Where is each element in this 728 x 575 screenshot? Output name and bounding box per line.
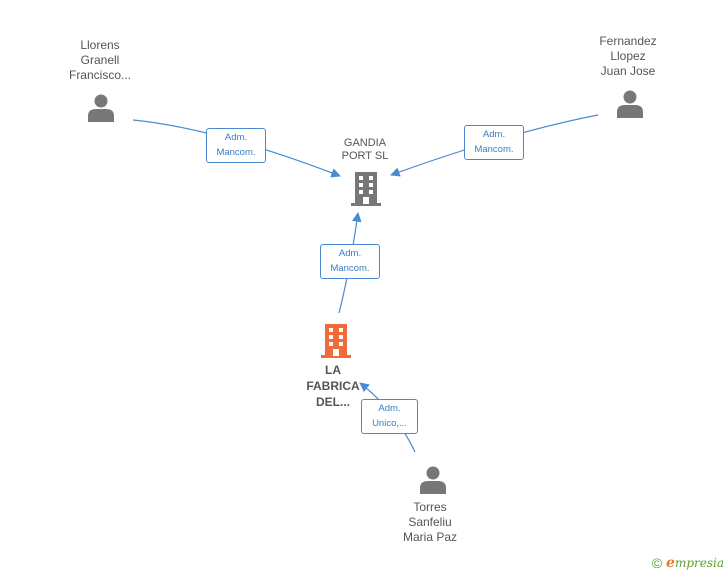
brand-initial: e bbox=[666, 555, 675, 571]
edge-label-fernandez-gandia[interactable]: Adm. Mancom. bbox=[464, 125, 524, 160]
brand-rest: mpresia bbox=[674, 556, 724, 570]
edge-label-fabrica-gandia[interactable]: Adm. Mancom. bbox=[320, 244, 380, 279]
node-label-fabrica: LA FABRICA DEL... bbox=[306, 363, 360, 409]
edge-label-llorens-gandia[interactable]: Adm. Mancom. bbox=[206, 128, 266, 163]
person-icon[interactable] bbox=[86, 92, 116, 122]
node-label-torres: Torres Sanfeliu Maria Paz bbox=[402, 500, 458, 544]
building-icon[interactable] bbox=[319, 322, 353, 358]
building-icon[interactable] bbox=[349, 170, 383, 206]
node-label-llorens: Llorens Granell Francisco... bbox=[68, 38, 131, 82]
node-label-gandia: GANDIA PORT SL bbox=[341, 137, 389, 162]
edge-label-torres-fabrica[interactable]: Adm. Unico,... bbox=[361, 399, 418, 434]
person-icon[interactable] bbox=[615, 88, 645, 118]
footer-brand: © empresia bbox=[652, 555, 724, 571]
brand-logo[interactable]: empresia bbox=[666, 555, 724, 571]
person-icon[interactable] bbox=[418, 464, 448, 494]
copyright-icon: © bbox=[651, 555, 663, 571]
node-label-fernandez: Fernandez Llopez Juan Jose bbox=[599, 34, 657, 78]
